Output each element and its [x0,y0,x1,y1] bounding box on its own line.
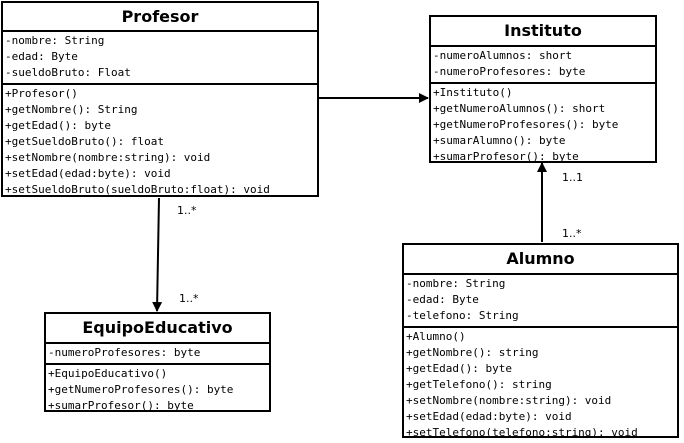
class-profesor-methods: +Profesor() +getNombre(): String +getEda… [3,85,317,200]
multiplicity-equipo: 1..* [179,292,199,305]
class-profesor-name: Profesor [3,3,317,32]
method: +setEdad(edad:byte): void [5,167,171,180]
method: +sumarAlumno(): byte [433,134,566,147]
method: +getEdad(): byte [5,119,111,132]
method: +getNumeroAlumnos(): short [433,102,606,115]
method: +sumarProfesor(): byte [433,150,579,163]
attribute: -edad: Byte [5,50,78,63]
method: +Alumno() [406,330,466,343]
class-instituto-attributes: -numeroAlumnos: short -numeroProfesores:… [431,47,655,84]
class-equipo-educativo-methods: +EquipoEducativo() +getNumeroProfesores(… [46,365,269,416]
class-instituto-methods: +Instituto() +getNumeroAlumnos(): short … [431,84,655,167]
class-alumno[interactable]: Alumno -nombre: String -edad: Byte -tele… [402,243,679,439]
class-alumno-attributes: -nombre: String -edad: Byte -telefono: S… [404,275,677,328]
method: +getNumeroProfesores(): byte [48,383,234,396]
class-alumno-name: Alumno [404,245,677,275]
method: +getEdad(): byte [406,362,512,375]
method: +getNombre(): string [406,346,539,359]
method: +getTelefono(): string [406,378,552,391]
edge-profesor-equipo [152,197,163,312]
method: +Profesor() [5,87,78,100]
class-instituto-name: Instituto [431,17,655,47]
attribute: -nombre: String [406,277,506,290]
attribute: -telefono: String [406,309,519,322]
method: +Instituto() [433,86,513,99]
method: +getNombre(): String [5,103,138,116]
class-profesor-attributes: -nombre: String -edad: Byte -sueldoBruto… [3,32,317,85]
class-profesor[interactable]: Profesor -nombre: String -edad: Byte -su… [1,1,319,197]
class-alumno-methods: +Alumno() +getNombre(): string +getEdad(… [404,328,677,443]
attribute: -nombre: String [5,34,105,47]
attribute: -numeroProfesores: byte [433,65,586,78]
method: +setSueldoBruto(sueldoBruto:float): void [5,183,270,196]
method: +sumarProfesor(): byte [48,399,194,412]
attribute: -sueldoBruto: Float [5,66,131,79]
class-equipo-educativo-attributes: -numeroProfesores: byte [46,344,269,365]
class-equipo-educativo-name: EquipoEducativo [46,314,269,344]
class-equipo-educativo[interactable]: EquipoEducativo -numeroProfesores: byte … [44,312,271,412]
class-instituto[interactable]: Instituto -numeroAlumnos: short -numeroP… [429,15,657,163]
method: +getSueldoBruto(): float [5,135,164,148]
method: +setNombre(nombre:string): void [406,394,612,407]
method: +EquipoEducativo() [48,367,168,380]
attribute: -edad: Byte [406,293,479,306]
multiplicity-instituto: 1..1 [562,171,583,184]
method: +setNombre(nombre:string): void [5,151,211,164]
method: +setEdad(edad:byte): void [406,410,572,423]
multiplicity-alumno: 1..* [562,227,582,240]
method: +getNumeroProfesores(): byte [433,118,619,131]
attribute: -numeroAlumnos: short [433,49,573,62]
attribute: -numeroProfesores: byte [48,346,201,359]
method: +setTelefono(telefono:string): void [406,426,638,439]
multiplicity-profesor: 1..* [177,204,197,217]
